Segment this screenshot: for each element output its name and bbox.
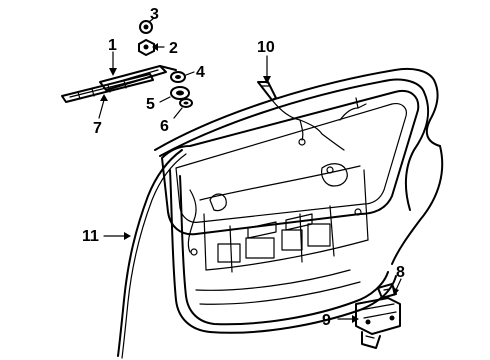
- callout-1: 1: [108, 37, 117, 54]
- washer-6: [179, 98, 193, 108]
- callout-11: 11: [82, 228, 99, 245]
- callout-6: 6: [160, 118, 169, 135]
- wiper-arm-and-blade: [61, 65, 177, 103]
- callout-10: 10: [257, 39, 275, 56]
- callout-5: 5: [146, 96, 155, 113]
- liftgate-latch-assembly: [355, 283, 401, 349]
- liftgate-body: [154, 67, 444, 334]
- callout-8: 8: [396, 264, 405, 281]
- leader-lines: [98, 17, 402, 323]
- callout-labels: 1 2 3 4 5 6 7 8 9 10 11: [82, 6, 405, 329]
- callout-4: 4: [196, 64, 205, 81]
- grommet-4: [170, 71, 186, 83]
- washer-nozzle-10: [257, 81, 277, 101]
- cap-nut-3: [139, 20, 153, 34]
- callout-9: 9: [322, 312, 331, 329]
- nut-2: [138, 38, 155, 57]
- callout-3: 3: [150, 6, 159, 23]
- weatherstrip-11: [117, 149, 187, 359]
- callout-2: 2: [169, 40, 178, 57]
- seal-5: [170, 86, 190, 100]
- callout-7: 7: [93, 120, 102, 137]
